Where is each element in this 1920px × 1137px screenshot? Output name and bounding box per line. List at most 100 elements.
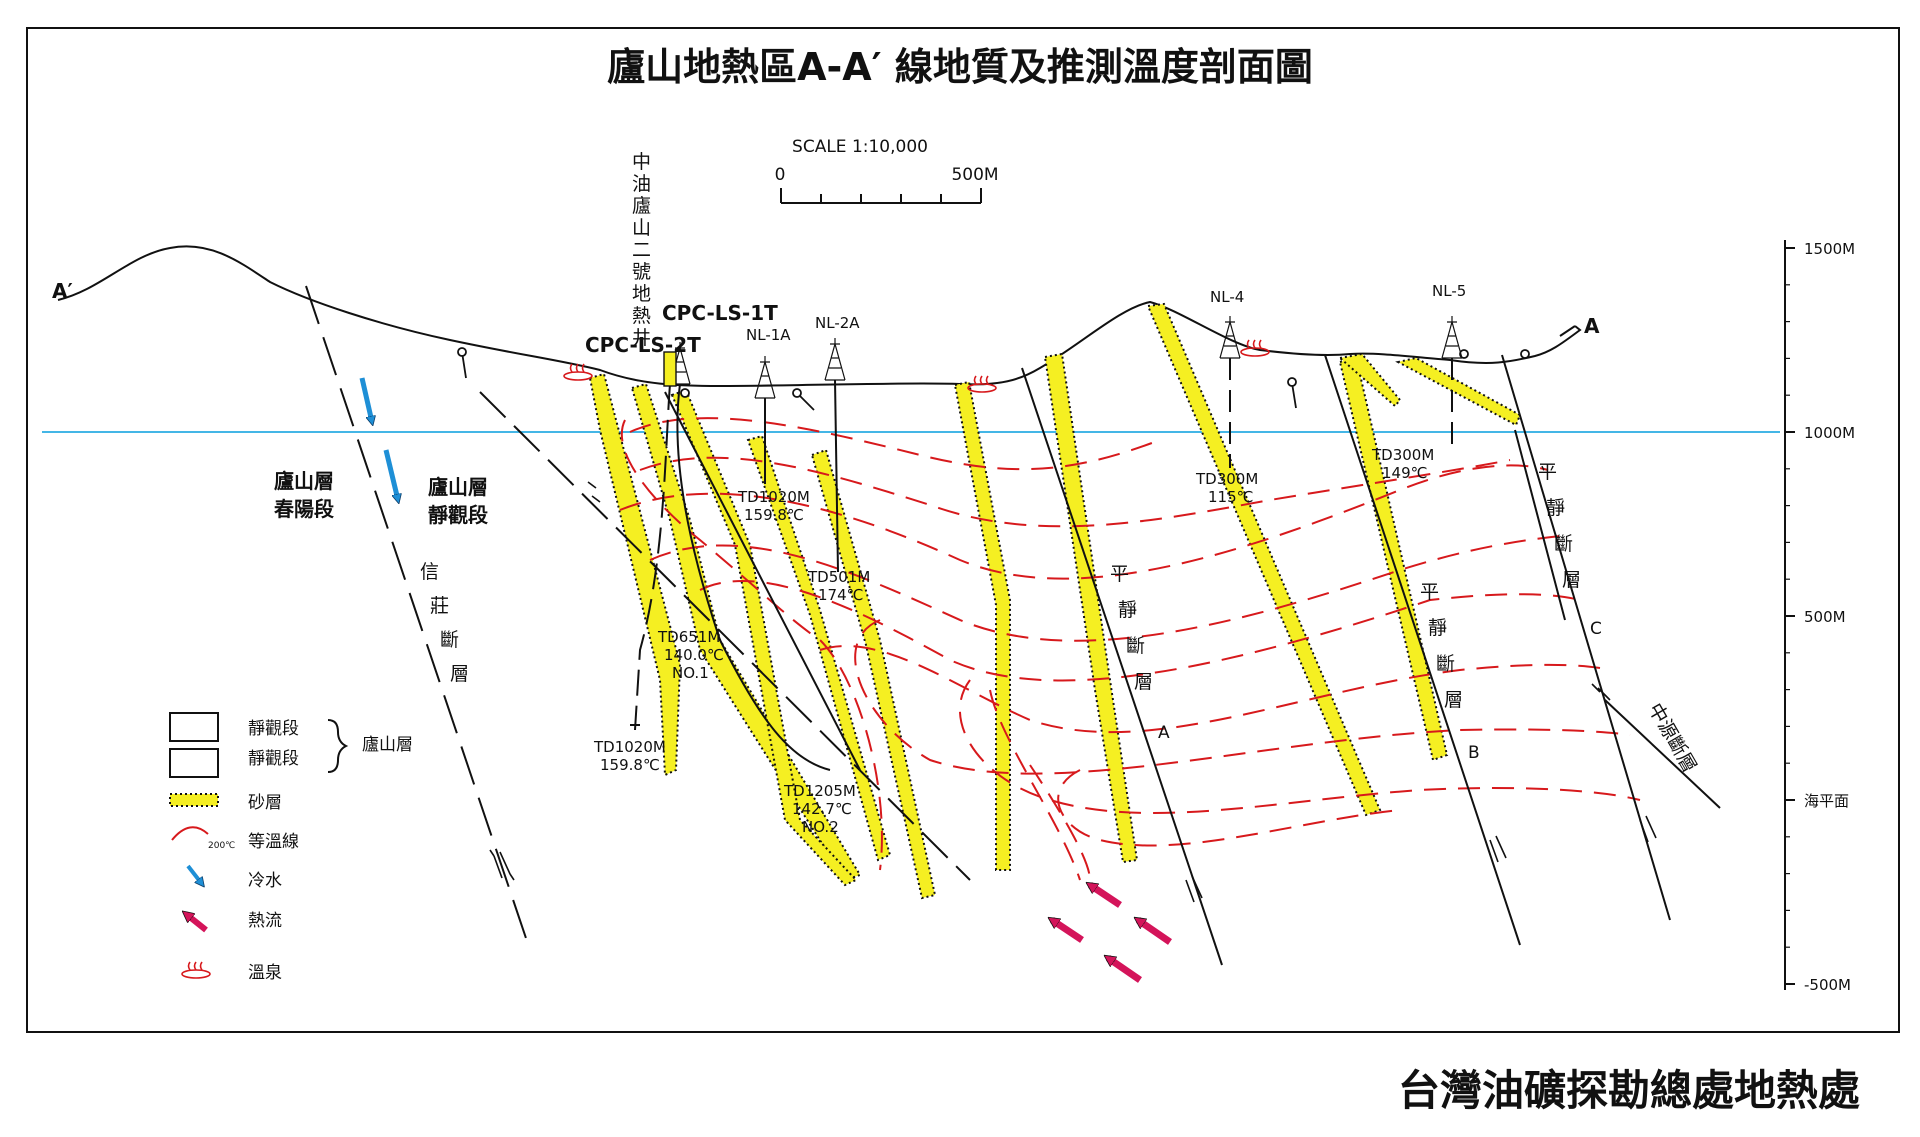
drill-rig-icon [824,337,846,381]
wd-f-depth: TD300M [1195,470,1258,488]
isotherm-line [649,534,1571,642]
label-nl-5: NL-5 [1432,282,1466,300]
fault-letter-b: B [1468,743,1480,763]
scale-label: SCALE 1:10,000 [792,137,928,157]
sand-layer [810,448,937,900]
formation-jingguan-2: 靜觀段 [428,503,488,527]
section-end-left: A′ [52,279,73,303]
heat-flow-arrow-icon [1108,958,1142,983]
hot-spring-icon [1240,339,1270,357]
diagram-title: 廬山地熱區A-A′ 線地質及推測溫度剖面圖 [607,45,1313,89]
organization-name: 台灣油礦探勘總處地熱處 [1398,1066,1860,1115]
legend: 靜觀段 靜觀段 廬山層 砂層 200℃ 等溫線 冷水 熱流 溫泉 [169,712,413,983]
wd-c-depth: TD651M [657,628,720,646]
isotherm-line [699,580,1581,682]
legend-cold-water: 冷水 [248,871,282,891]
wd-f-temp: 115℃ [1208,488,1253,506]
fault-slip-symbols [489,481,1657,903]
faults [305,285,1721,966]
isotherm-line [989,689,1081,881]
formation-jingguan-1: 廬山層 [428,475,488,499]
legend-item-2: 靜觀段 [248,749,299,769]
fault-letter-c: C [1590,619,1602,639]
legend-group: 廬山層 [362,734,413,755]
sand-layer [1337,352,1402,408]
drilling-rigs [663,315,1463,399]
elevation-tick-label: -500M [1804,976,1851,994]
legend-cold-water-icon [186,864,202,884]
isotherm-line [639,456,1511,528]
isotherm-line [1057,769,1401,847]
elevation-tick-label: 500M [1804,608,1846,626]
cold-water-arrow-icon [383,449,398,500]
fault-mid [664,391,861,771]
label-cpc-ls-1t: CPC-LS-1T [662,301,778,325]
scale-bar: SCALE 1:10,000 0 500M [775,137,999,204]
heat-flow-arrow-icon [1090,885,1122,908]
scale-start: 0 [775,165,786,185]
fault-zhongyuan [1604,699,1721,809]
isotherm-line [854,619,1631,775]
wd-a-depth: TD1020M [737,488,810,506]
heat-flow-arrow-icon [1138,920,1172,945]
sand-layer [670,388,858,887]
label-fault-xinzhuang: 信莊斷層 [420,561,469,685]
elevation-tick-label: 1000M [1804,424,1855,442]
wd-c-temp: 140.0℃ [664,646,724,664]
legend-heat-flow-icon [186,914,208,933]
wd-d-depth: TD1020M [593,738,666,756]
legend-item-1: 靜觀段 [248,719,299,739]
sand-layer [1146,302,1382,817]
heat-flow-arrow-icon [1052,920,1084,943]
well-bore-cpc-ls-2t [634,383,671,731]
fault-pingjing-b [1324,354,1521,946]
isotherm-line [619,464,1549,580]
sand-layer [630,382,862,882]
isotherm-line [819,645,1601,734]
sand-layers [588,302,1522,900]
legend-sand: 砂層 [248,793,282,813]
fault-lower [479,391,971,881]
fault-xinzhuang [305,285,531,951]
map-frame [26,27,1900,1033]
sand-layer [953,380,1011,871]
wd-g-temp: 149℃ [1382,464,1427,482]
wd-d-temp: 159.8℃ [600,756,660,774]
wd-c-no: NO.1 [672,664,709,682]
drill-rig-icon [754,355,776,399]
well-bores [630,358,1453,771]
isotherms [619,417,1641,881]
wd-b-depth: TD501M [807,568,870,586]
legend-swatch-1 [169,712,219,742]
cold-water-arrows [359,377,398,500]
sand-layer [1395,356,1522,427]
formation-labels: 廬山層 春陽段 廬山層 靜觀段 [273,469,488,527]
sand-layer [588,372,682,777]
isotherm-line [629,417,1161,471]
label-nl-2a: NL-2A [815,314,860,332]
legend-isotherm-sample: 200℃ [208,841,235,851]
label-well-vertical: 中油廬山二號地熱井 [632,151,651,349]
legend-isotherm-swatch [171,826,209,841]
fault-pingjing-a [1021,367,1223,966]
well-bore-nl-2a [834,379,839,573]
isotherm-line [1029,764,1091,881]
surface-markers [457,347,1530,411]
cold-water-arrow-icon [359,377,372,422]
derrick-icon [663,351,677,387]
label-fault-pingjing-a: 平靜斷層 [1110,563,1153,693]
formation-chunyang-2: 春陽段 [273,497,334,521]
sand-layer [746,434,892,862]
label-fault-pingjing-c: 平靜斷層 [1538,461,1581,591]
label-cpc-ls-2t: CPC-LS-2T [585,333,701,357]
sand-layer [1043,352,1139,864]
formation-chunyang-1: 廬山層 [274,469,334,493]
drill-rig-icon [1441,315,1463,359]
legend-heat-flow: 熱流 [248,911,282,931]
wd-e-depth: TD1205M [783,782,856,800]
sand-layer [1338,355,1449,762]
isotherm-line [958,679,1641,814]
